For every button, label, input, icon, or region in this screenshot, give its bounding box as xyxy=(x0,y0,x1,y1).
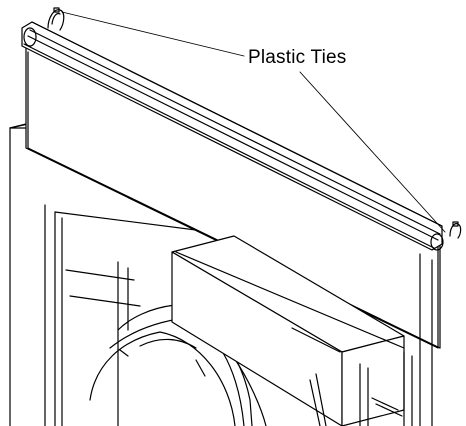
callout-label-plastic-ties: Plastic Ties xyxy=(248,47,347,68)
right-frame xyxy=(309,351,413,426)
cabinet-frame xyxy=(9,123,236,426)
headrail-bar xyxy=(21,21,444,251)
plastic-tie-right xyxy=(449,221,462,239)
motor-housing xyxy=(171,235,405,426)
valance-panel xyxy=(25,37,441,426)
leader-lines xyxy=(61,11,446,233)
plastic-tie-left xyxy=(47,7,65,31)
